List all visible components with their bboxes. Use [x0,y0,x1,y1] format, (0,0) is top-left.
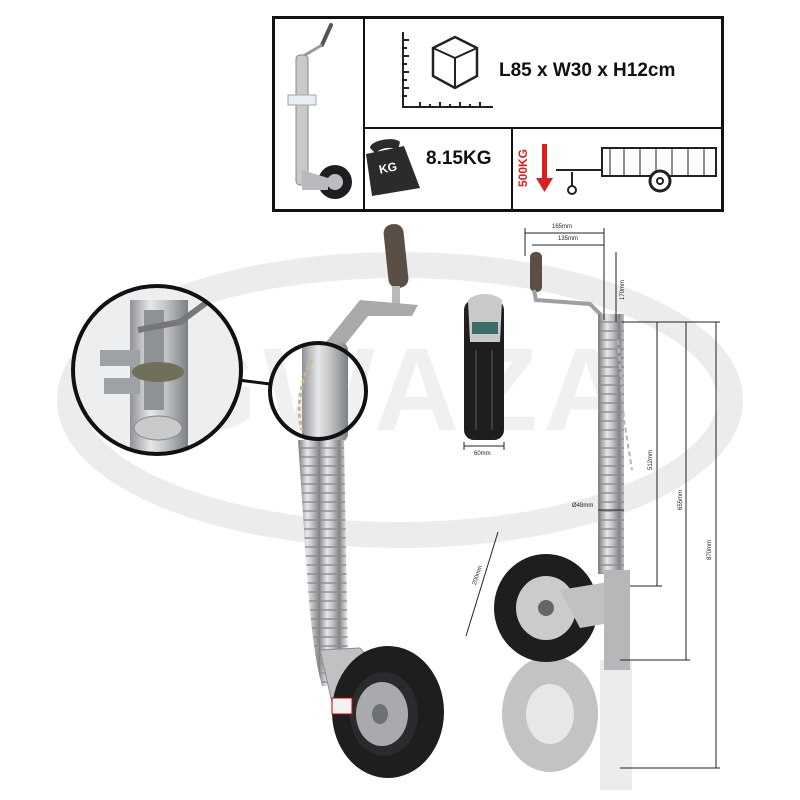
tube-diameter-label: Ø48mm [572,503,594,509]
extended-height-label: 870mm [707,539,713,560]
jack-thumbnail [287,23,352,199]
weight-label: 8.15KG [426,148,492,169]
handle-height-label: 170mm [620,279,626,300]
trailer-icon [556,147,717,195]
retracted-height-label: 655mm [678,489,684,510]
tube-length-label: 512mm [648,449,654,470]
weight-icon [366,139,420,196]
wheel-width-label: 60mm [474,451,491,457]
handle-inner-label: 135mm [558,236,579,242]
dimensions-icon [402,32,493,108]
load-arrow-icon [536,144,553,192]
handle-width-label: 165mm [552,224,573,230]
brand-watermark: GWAZA [165,324,635,456]
dimensions-label: L85 x W30 x H12cm [499,60,676,81]
